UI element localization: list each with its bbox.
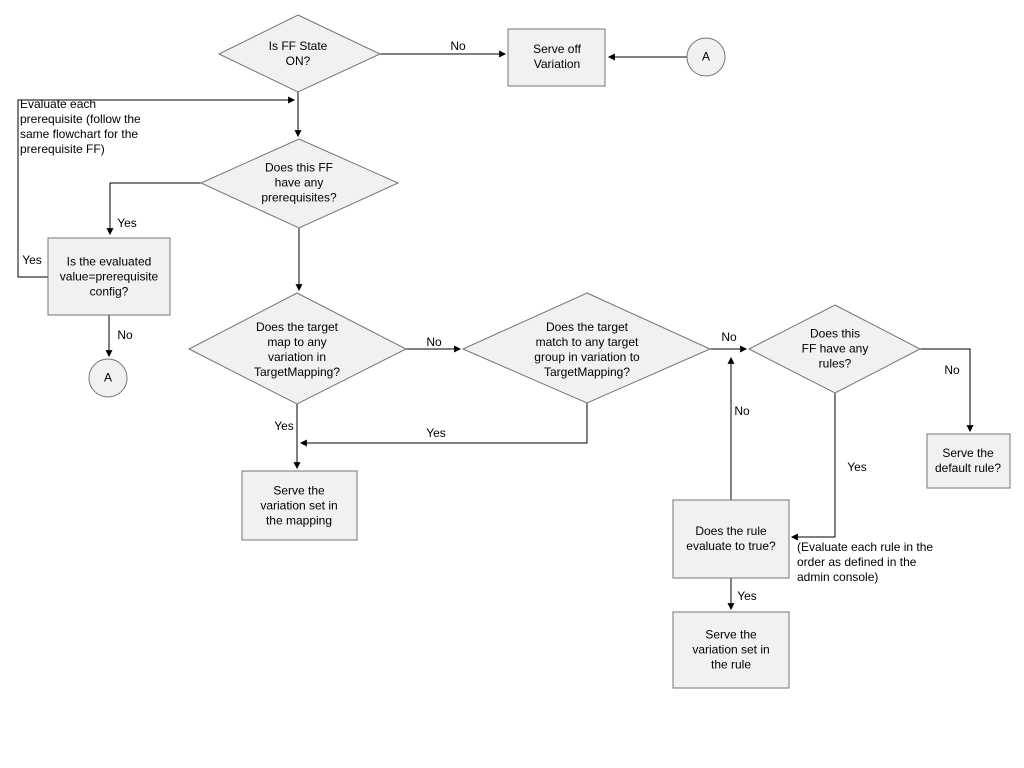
label-has-rules: Does this FF have any rules? xyxy=(801,326,869,371)
connector-a-bottom xyxy=(88,358,128,398)
edge-rules-yes xyxy=(790,393,836,541)
label-has-prerequisites: Does this FF have any prerequisites? xyxy=(261,160,337,205)
edge-label-groupmatch-no: No xyxy=(721,330,737,344)
label-rule-evaluates-true: Does the rule evaluate to true? xyxy=(686,524,776,553)
process-serve-rule-variation xyxy=(672,611,790,689)
edge-label-evaluated-no: No xyxy=(117,328,133,342)
process-serve-mapping-variation xyxy=(241,470,358,541)
label-serve-mapping-variation: Serve the variation set in the mapping xyxy=(260,483,338,528)
note-rule-order: (Evaluate each rule in the order as defi… xyxy=(797,540,934,584)
edge-label-ruletrue-yes: Yes xyxy=(737,589,757,603)
decision-has-rules xyxy=(747,304,922,394)
label-target-map: Does the target map to any variation in … xyxy=(253,320,341,379)
edge-prereq-yes xyxy=(106,182,201,236)
label-is-ff-state-on: Is FF State ON? xyxy=(268,39,328,68)
label-serve-rule-variation: Serve the variation set in the rule xyxy=(692,627,770,672)
label-connector-a-bottom: A xyxy=(103,370,113,385)
edge-label-groupmatch-yes: Yes xyxy=(426,426,446,440)
edge-evaluated-yes-loop xyxy=(17,96,296,278)
edge-label-targetmap-no: No xyxy=(426,335,442,349)
label-connector-a-top: A xyxy=(701,49,711,64)
decision-target-group-match xyxy=(461,292,712,404)
label-target-group-match: Does the target match to any target grou… xyxy=(534,320,640,379)
note-prerequisite: Evaluate each prerequisite (follow the s… xyxy=(20,97,141,156)
process-evaluated-value xyxy=(47,237,171,316)
edge-label-targetmap-yes: Yes xyxy=(274,419,294,433)
decision-has-prerequisites xyxy=(199,138,400,229)
edge-label-rules-no: No xyxy=(944,363,960,377)
process-serve-off-variation xyxy=(507,28,606,87)
process-rule-evaluates-true xyxy=(672,499,790,579)
edge-rules-no xyxy=(920,348,974,433)
decision-target-map xyxy=(187,292,408,405)
process-serve-default-rule xyxy=(926,433,1011,489)
label-evaluated-value: Is the evaluated value=prerequisite conf… xyxy=(59,254,159,299)
decision-is-ff-state-on xyxy=(217,14,382,93)
label-serve-off-variation: Serve off Variation xyxy=(533,42,581,71)
edge-label-rules-yes: Yes xyxy=(847,460,867,474)
edge-groupmatch-yes xyxy=(299,403,588,447)
edge-label-prereq-yes: Yes xyxy=(117,216,137,230)
edge-label-ffstate-no: No xyxy=(450,39,466,53)
edge-label-evaluated-loop-yes: Yes xyxy=(22,253,42,267)
edge-label-rule-retry-no: No xyxy=(734,404,750,418)
connector-a-top xyxy=(686,37,726,77)
label-serve-default-rule: Serve the default rule? xyxy=(934,446,1002,475)
